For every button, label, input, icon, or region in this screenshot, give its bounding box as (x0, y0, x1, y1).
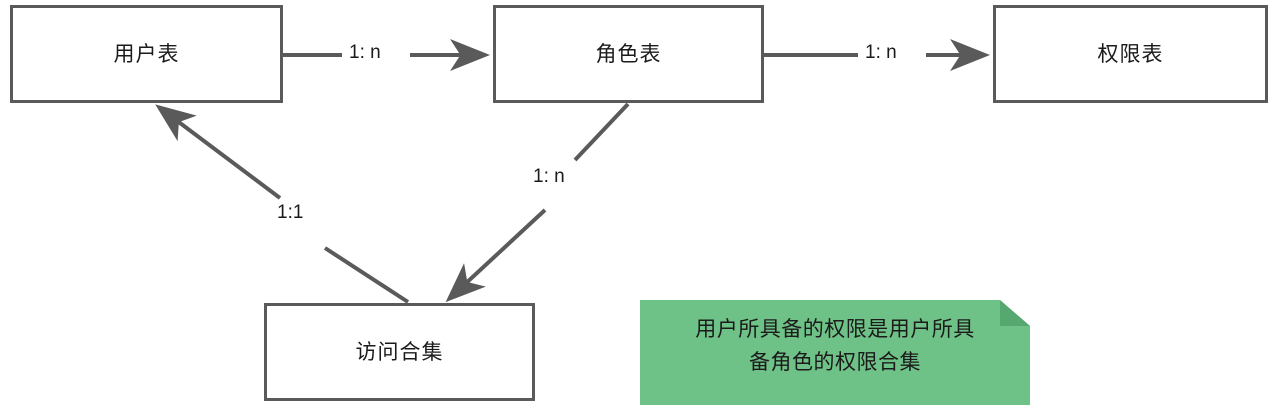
sticky-note-shape (640, 300, 1030, 405)
entity-label-permission: 权限表 (1097, 42, 1164, 66)
entity-box-access-collection[interactable]: 访问合集 (264, 303, 535, 401)
sticky-note[interactable]: 用户所具备的权限是用户所具 备角色的权限合集 (640, 300, 1030, 405)
entity-box-permission[interactable]: 权限表 (993, 5, 1268, 103)
entity-box-user[interactable]: 用户表 (10, 5, 283, 103)
entity-label-access-collection: 访问合集 (355, 340, 444, 364)
sticky-note-line-2: 备角色的权限合集 (749, 350, 921, 374)
edge-label-role-to-access: 1: n (528, 166, 570, 188)
entity-box-role[interactable]: 角色表 (493, 5, 764, 103)
entity-label-role: 角色表 (595, 42, 662, 66)
edge-label-role-to-permission: 1: n (860, 42, 902, 64)
sticky-note-text: 用户所具备的权限是用户所具 备角色的权限合集 (640, 300, 1030, 405)
edge-label-user-to-role: 1: n (344, 42, 386, 64)
edge-role-to-access (445, 102, 630, 303)
sticky-note-line-1: 用户所具备的权限是用户所具 (695, 318, 975, 341)
entity-label-user: 用户表 (113, 42, 180, 66)
edge-label-access-to-user: 1:1 (272, 202, 309, 224)
